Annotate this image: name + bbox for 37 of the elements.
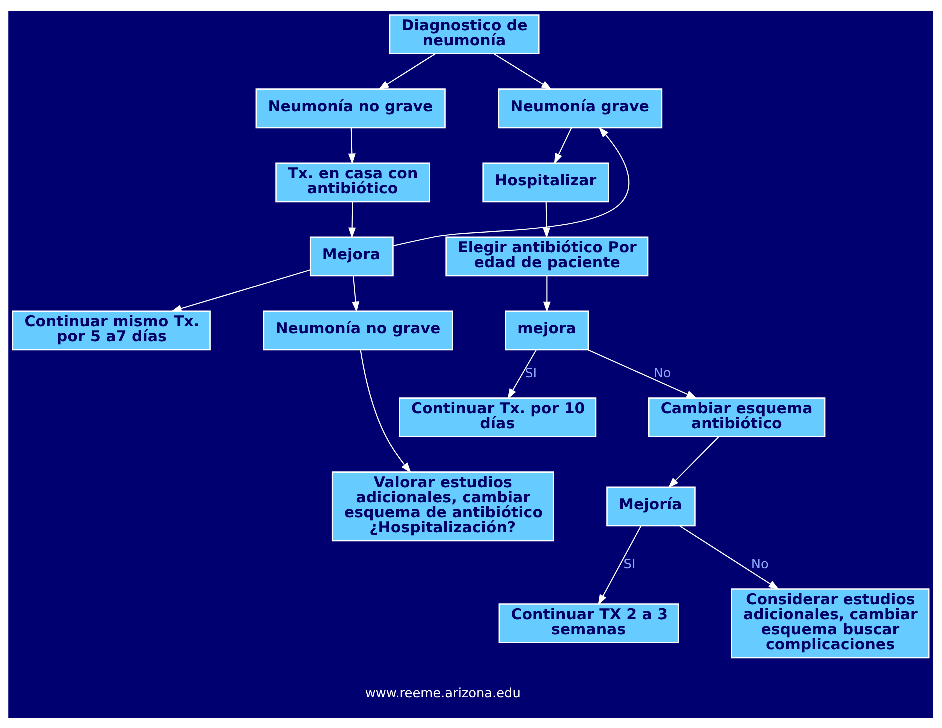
node-box: mejora bbox=[505, 310, 590, 350]
arrow bbox=[508, 349, 537, 400]
node-box: Tx. en casa con antibiótico bbox=[276, 162, 430, 202]
arrow bbox=[543, 202, 551, 238]
node-box: Continuar TX 2 a 3 semanas bbox=[498, 603, 680, 644]
node-box: Elegir antibiótico Por edad de paciente bbox=[446, 236, 649, 276]
node-box: Continuar Tx. por 10 días bbox=[399, 397, 597, 438]
node-box: Diagnostico de neumonía bbox=[389, 14, 540, 54]
arrow bbox=[171, 269, 311, 312]
node-box: Mejoría bbox=[606, 486, 696, 526]
arrow bbox=[348, 202, 356, 238]
arrow bbox=[543, 276, 551, 312]
node-box: Continuar mismo Tx. por 5 a7 días bbox=[12, 310, 211, 350]
edge-label: SI bbox=[624, 556, 636, 572]
arrow bbox=[588, 349, 698, 398]
arrow bbox=[598, 525, 642, 606]
arrow bbox=[352, 276, 360, 312]
arrow bbox=[494, 53, 552, 90]
node-box: Neumonía no grave bbox=[263, 310, 454, 350]
label: www.reeme.arizona.edu bbox=[365, 686, 521, 702]
node-box: Considerar estudios adicionales, cambiar esquema buscar complicaciones bbox=[731, 588, 930, 658]
node-box: Mejora bbox=[310, 236, 394, 276]
node-box: Valorar estudios adicionales, cambiar esquema de antibiótico ¿Hospitalización? bbox=[332, 471, 554, 542]
node-box: Neumonía no grave bbox=[256, 88, 446, 128]
arrow bbox=[360, 350, 412, 473]
edge-label: No bbox=[751, 556, 769, 572]
edge-label: SI bbox=[525, 366, 538, 381]
arrow bbox=[378, 53, 436, 90]
node-box: Neumonía grave bbox=[498, 88, 663, 128]
node-box: Cambiar esquema antibiótico bbox=[648, 397, 826, 438]
arrow bbox=[680, 525, 780, 590]
node-box: Hospitalizar bbox=[482, 162, 610, 202]
edge-label: No bbox=[654, 366, 672, 381]
arrow bbox=[348, 128, 356, 164]
arrow bbox=[668, 436, 720, 488]
arrow bbox=[554, 127, 572, 164]
arrow bbox=[393, 126, 630, 246]
